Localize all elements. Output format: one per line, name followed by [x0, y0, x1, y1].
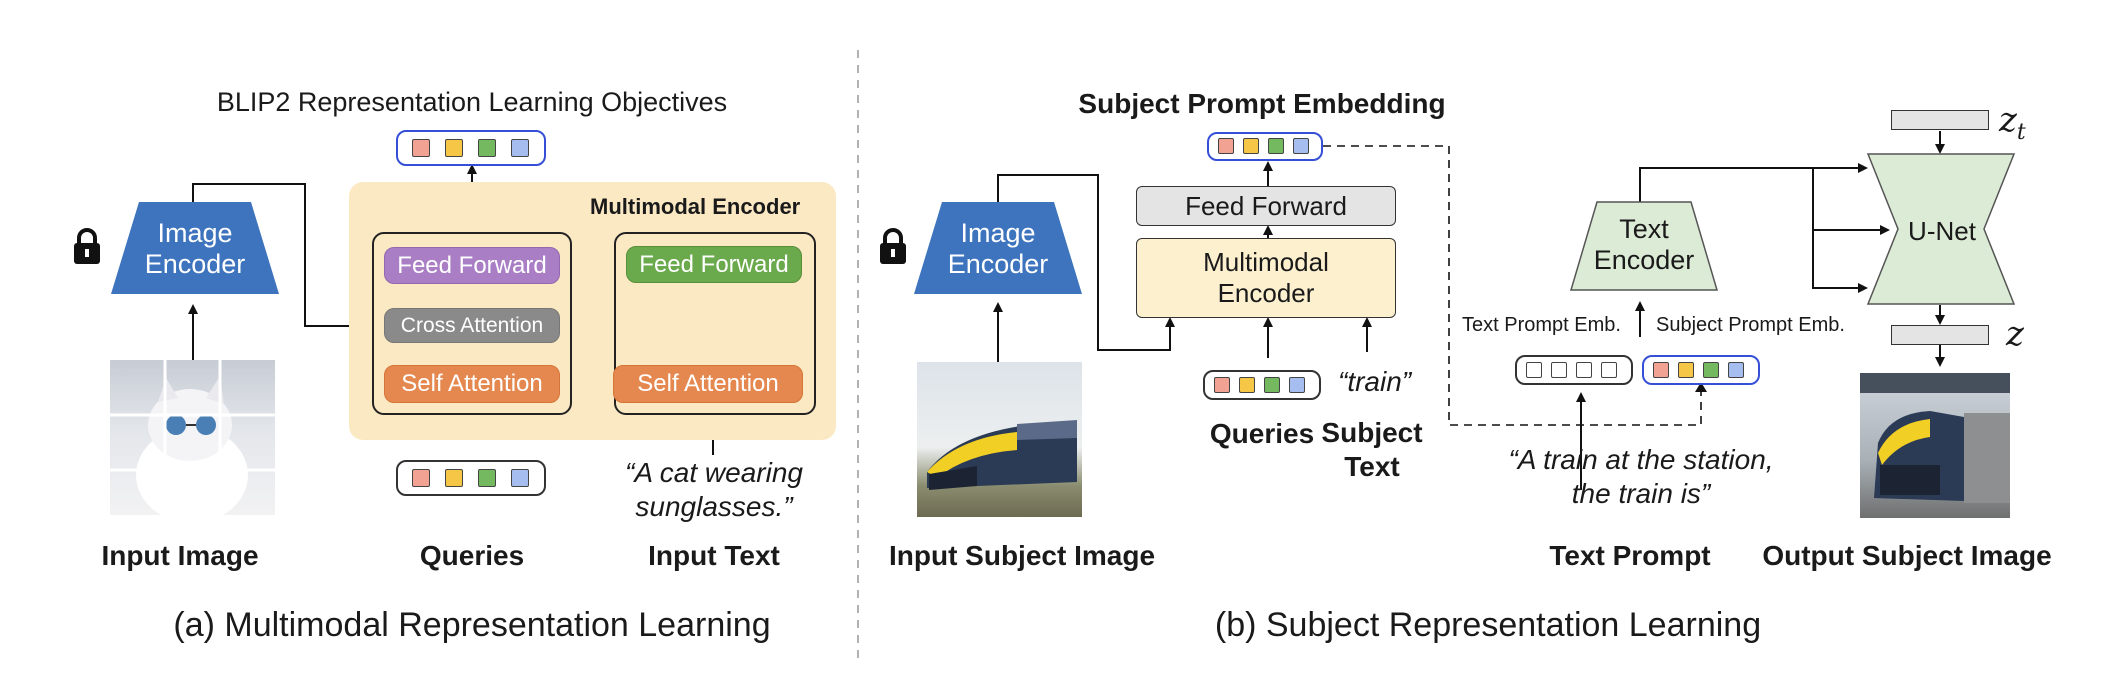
- token-yellow: [1239, 377, 1255, 393]
- image-encoder-label-a: Image Encoder: [144, 218, 246, 279]
- text-encoder-shape: [1569, 201, 1719, 291]
- label-input-image: Input Image: [101, 540, 259, 571]
- label-input-subject-image: Input Subject Image: [888, 540, 1156, 571]
- arrow-encoder-to-cross-attention: [192, 183, 375, 331]
- subject-prompt-emb-label: Subject Prompt Emb.: [1656, 314, 1845, 336]
- output-subject-image-train: [1860, 373, 2010, 518]
- token-blue: [1728, 362, 1744, 378]
- token-blue: [511, 469, 529, 487]
- feed-forward-text: Feed Forward: [626, 246, 802, 283]
- token-yellow: [445, 139, 463, 157]
- token-red: [412, 139, 430, 157]
- blip2-title: BLIP2 Representation Learning Objectives: [216, 87, 728, 117]
- zt-label: zt: [1999, 100, 2026, 145]
- token-red: [1653, 362, 1669, 378]
- token-green: [1264, 377, 1280, 393]
- z-latent-bar: [1891, 325, 1989, 345]
- self-attention-text: Self Attention: [613, 365, 803, 403]
- queries-tokens-a: [396, 460, 546, 496]
- token-green: [1268, 138, 1284, 154]
- token-yellow: [1243, 138, 1259, 154]
- multimodal-encoder-b: Multimodal Encoder: [1136, 238, 1396, 318]
- token-blue: [1289, 377, 1305, 393]
- cross-attention-box: Cross Attention: [384, 308, 560, 343]
- token-empty: [1601, 362, 1617, 378]
- unet-label: U-Net: [1908, 216, 1976, 246]
- image-encoder-shape-a: [111, 202, 279, 294]
- text-transformer-outline: [614, 232, 816, 415]
- text-encoder-label: Text Encoder: [1593, 214, 1695, 275]
- multimodal-encoder-label: Multimodal Encoder: [590, 194, 801, 219]
- token-red: [412, 469, 430, 487]
- token-empty: [1576, 362, 1592, 378]
- caption-a: (a) Multimodal Representation Learning: [173, 606, 771, 644]
- subject-prompt-embedding-title: Subject Prompt Embedding: [1078, 88, 1446, 119]
- z-label: z: [2006, 314, 2024, 354]
- output-query-tokens: [396, 130, 546, 166]
- token-blue: [511, 139, 529, 157]
- feed-forward-b: Feed Forward: [1136, 186, 1396, 226]
- image-encoder-label-b: Image Encoder: [947, 218, 1049, 279]
- label-text-prompt: Text Prompt: [1549, 540, 1711, 571]
- token-empty: [1526, 362, 1542, 378]
- self-attention-query: Self Attention: [384, 365, 560, 403]
- label-input-text: Input Text: [648, 540, 780, 571]
- lock-icon: [74, 228, 100, 264]
- token-green: [478, 469, 496, 487]
- token-green: [478, 139, 496, 157]
- text-prompt-quote: “A train at the station, the train is”: [1508, 444, 1774, 509]
- text-prompt-tokens: [1515, 355, 1633, 385]
- zt-latent-bar: [1891, 110, 1989, 130]
- input-subject-image-train: [917, 362, 1082, 517]
- image-encoder-shape-b: [914, 202, 1082, 294]
- token-yellow: [445, 469, 463, 487]
- token-green: [1703, 362, 1719, 378]
- unet-shape: [1866, 153, 2016, 305]
- token-red: [1218, 138, 1234, 154]
- label-queries-a: Queries: [419, 540, 525, 571]
- token-red: [1214, 377, 1230, 393]
- subject-prompt-tokens: [1642, 355, 1760, 385]
- feed-forward-query: Feed Forward: [384, 247, 560, 284]
- input-image-cat: [110, 360, 275, 515]
- query-transformer-outline: [372, 232, 572, 415]
- lock-icon: [880, 228, 906, 264]
- label-subject-text: Subject Text: [1321, 417, 1423, 482]
- label-output-subject-image: Output Subject Image: [1762, 540, 2052, 571]
- label-queries-b: Queries: [1209, 418, 1315, 449]
- token-yellow: [1678, 362, 1694, 378]
- subject-embedding-tokens: [1207, 132, 1323, 161]
- token-empty: [1551, 362, 1567, 378]
- input-text-quote: “A cat wearing sunglasses.”: [625, 457, 803, 522]
- text-prompt-emb-label: Text Prompt Emb.: [1462, 314, 1621, 336]
- arrow-to-unet-bottom: [1812, 168, 1868, 293]
- arrow-encoder-to-multimodal: [997, 174, 1175, 351]
- subject-text-quote: “train”: [1338, 366, 1412, 397]
- queries-tokens-b: [1203, 370, 1321, 400]
- token-blue: [1293, 138, 1309, 154]
- caption-b: (b) Subject Representation Learning: [1214, 606, 1762, 644]
- dashed-embedding-to-subject-prompt: [1323, 145, 1702, 426]
